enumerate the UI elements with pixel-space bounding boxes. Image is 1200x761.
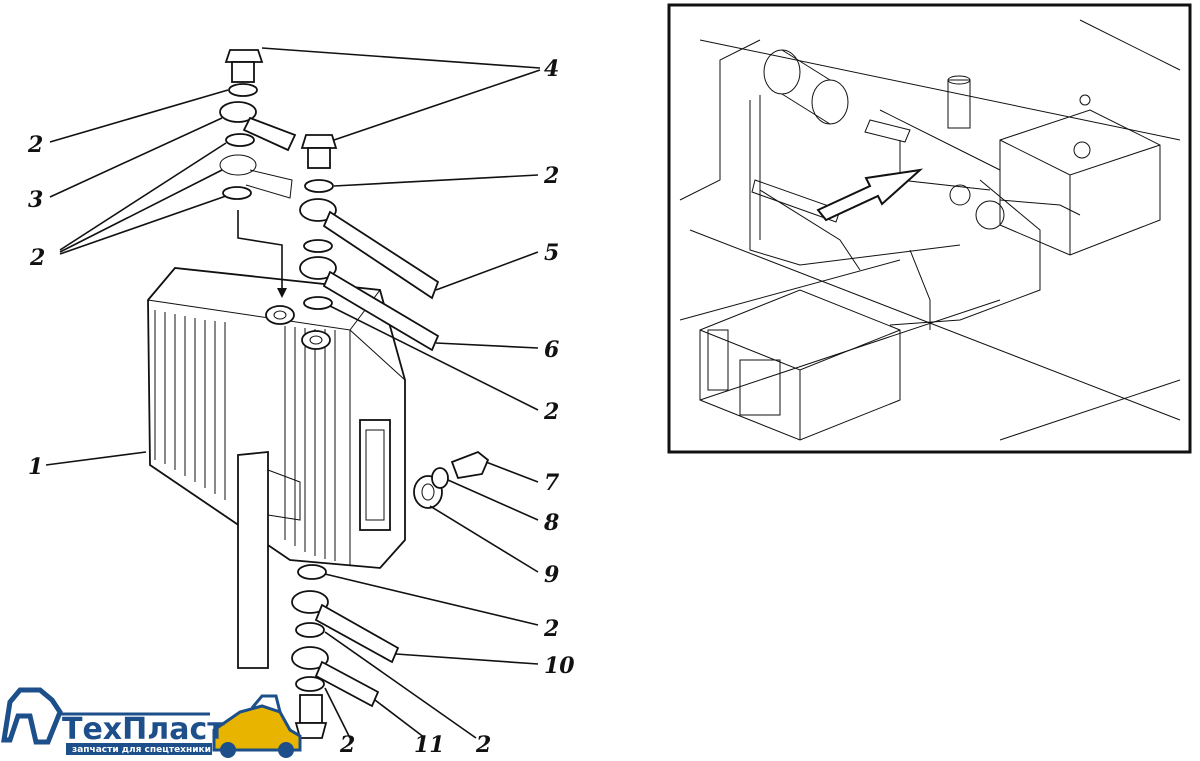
drain-plug-7 [450, 450, 490, 480]
washer-8 [431, 467, 449, 489]
callout-2: 2 [29, 245, 45, 271]
callout-1: 1 [28, 454, 43, 480]
machine-outline [679, 19, 1181, 441]
drain-plug-stack [413, 450, 490, 509]
mounting-bracket [237, 451, 269, 669]
callout-2: 2 [475, 732, 491, 758]
hose-pipe-6 [322, 270, 440, 352]
upper-port-left [265, 305, 295, 325]
callout-5: 5 [544, 240, 559, 266]
callout-2: 2 [543, 399, 559, 425]
loader-icon [212, 694, 302, 758]
excavator-arm-icon [1, 687, 63, 745]
upper-port-right [301, 330, 331, 350]
callout-10: 10 [544, 653, 575, 679]
location-inset [667, 3, 1192, 454]
callout-7: 7 [544, 470, 560, 496]
callout-11: 11 [414, 732, 445, 758]
callout-4: 4 [544, 56, 559, 82]
hose-pipe-10 [314, 603, 400, 664]
sight-glass [359, 419, 391, 531]
hose-pipe-5 [322, 210, 440, 300]
tank-assembly: 2 3 2 4 2 5 6 2 1 7 8 9 2 10 2 11 2 [27, 47, 575, 758]
callout-labels: 2 3 2 4 2 5 6 2 1 7 8 9 2 10 2 11 2 [27, 56, 575, 758]
banjo-bolt-head [224, 49, 264, 63]
upper-left-fitting-stack [219, 49, 297, 298]
logo-wordmark: ТехПласт [62, 712, 225, 747]
callout-2: 2 [543, 163, 559, 189]
techplast-logo: ТехПласт запчасти для спецтехники [1, 687, 302, 758]
callout-8: 8 [543, 510, 559, 536]
upper-right-fitting-stack [299, 134, 440, 352]
lower-fitting-stack [291, 564, 400, 739]
location-arrow [816, 168, 924, 222]
logo-tagline: запчасти для спецтехники [72, 745, 211, 755]
tank-ribs [154, 310, 336, 561]
hydraulic-tank [147, 267, 406, 669]
callout-3: 3 [28, 187, 43, 213]
callout-2: 2 [27, 132, 43, 158]
callout-2: 2 [543, 616, 559, 642]
callout-2: 2 [339, 732, 355, 758]
callout-6: 6 [544, 337, 559, 363]
leader-lines [45, 47, 541, 739]
callout-9: 9 [544, 562, 559, 588]
hose-pipe-11 [314, 660, 380, 708]
inset-frame [667, 3, 1192, 454]
